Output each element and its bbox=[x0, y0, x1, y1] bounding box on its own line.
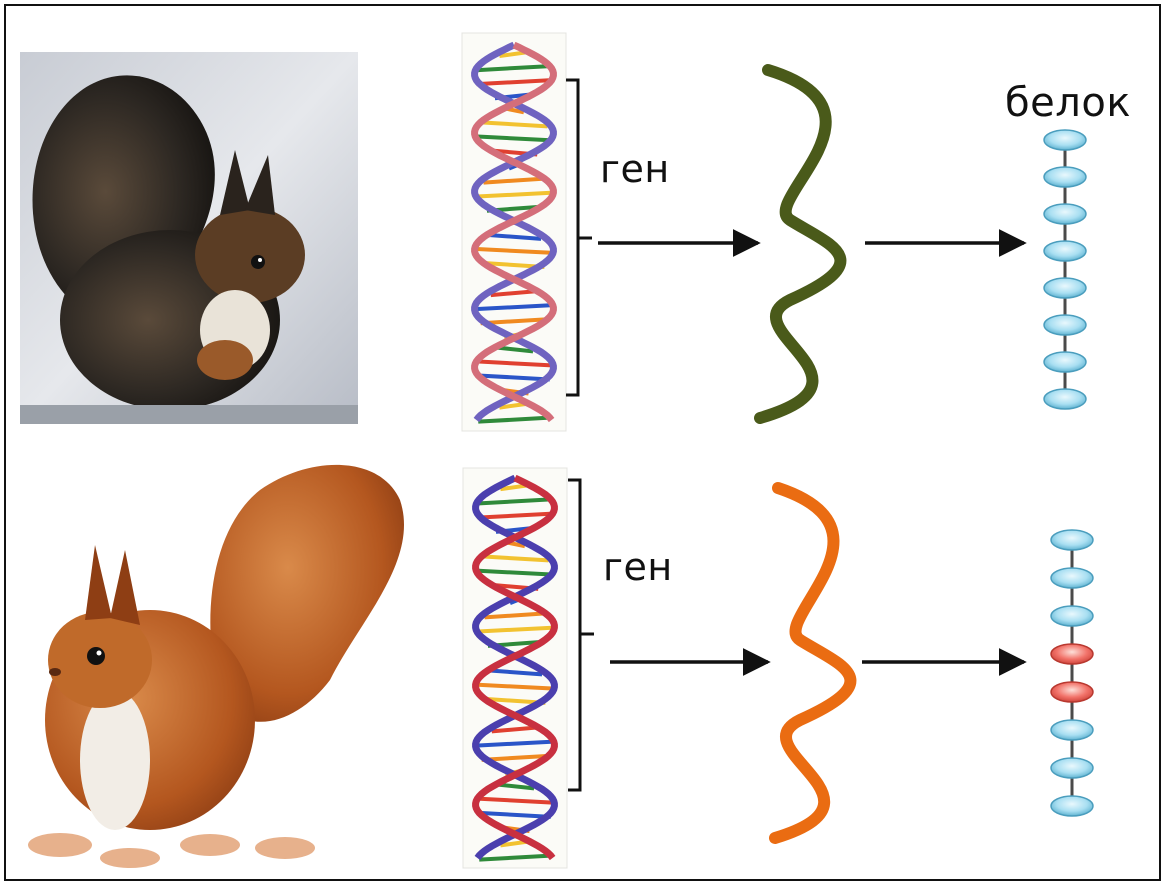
amino-acid-bead bbox=[1044, 315, 1086, 335]
amino-acid-bead bbox=[1051, 758, 1093, 778]
protein-chain-top bbox=[1044, 130, 1086, 409]
amino-acid-bead bbox=[1051, 530, 1093, 550]
amino-acid-bead bbox=[1044, 204, 1086, 224]
amino-acid-bead bbox=[1044, 130, 1086, 150]
amino-acid-bead bbox=[1044, 278, 1086, 298]
squirrel-red-photo bbox=[28, 465, 404, 868]
protein-chain-bottom bbox=[1051, 530, 1093, 816]
amino-acid-bead bbox=[1044, 352, 1086, 372]
amino-acid-bead bbox=[1051, 606, 1093, 626]
amino-acid-bead bbox=[1051, 720, 1093, 740]
amino-acid-bead bbox=[1051, 568, 1093, 588]
squirrel-dark-photo bbox=[20, 52, 358, 424]
gene-label-bottom: ген bbox=[603, 548, 673, 586]
mrna-bottom bbox=[775, 488, 850, 838]
mrna-top bbox=[760, 70, 840, 418]
gene-bracket-top bbox=[566, 80, 592, 395]
gene-bracket-bottom bbox=[568, 480, 594, 790]
protein-label: белок bbox=[1005, 83, 1131, 123]
dna-helix-bottom bbox=[463, 468, 567, 868]
amino-acid-bead bbox=[1051, 796, 1093, 816]
amino-acid-bead bbox=[1044, 167, 1086, 187]
amino-acid-bead bbox=[1044, 241, 1086, 261]
amino-acid-bead-mutant bbox=[1051, 682, 1093, 702]
gene-label-top: ген bbox=[600, 150, 670, 188]
amino-acid-bead-mutant bbox=[1051, 644, 1093, 664]
dna-helix-top bbox=[462, 33, 566, 431]
amino-acid-bead bbox=[1044, 389, 1086, 409]
